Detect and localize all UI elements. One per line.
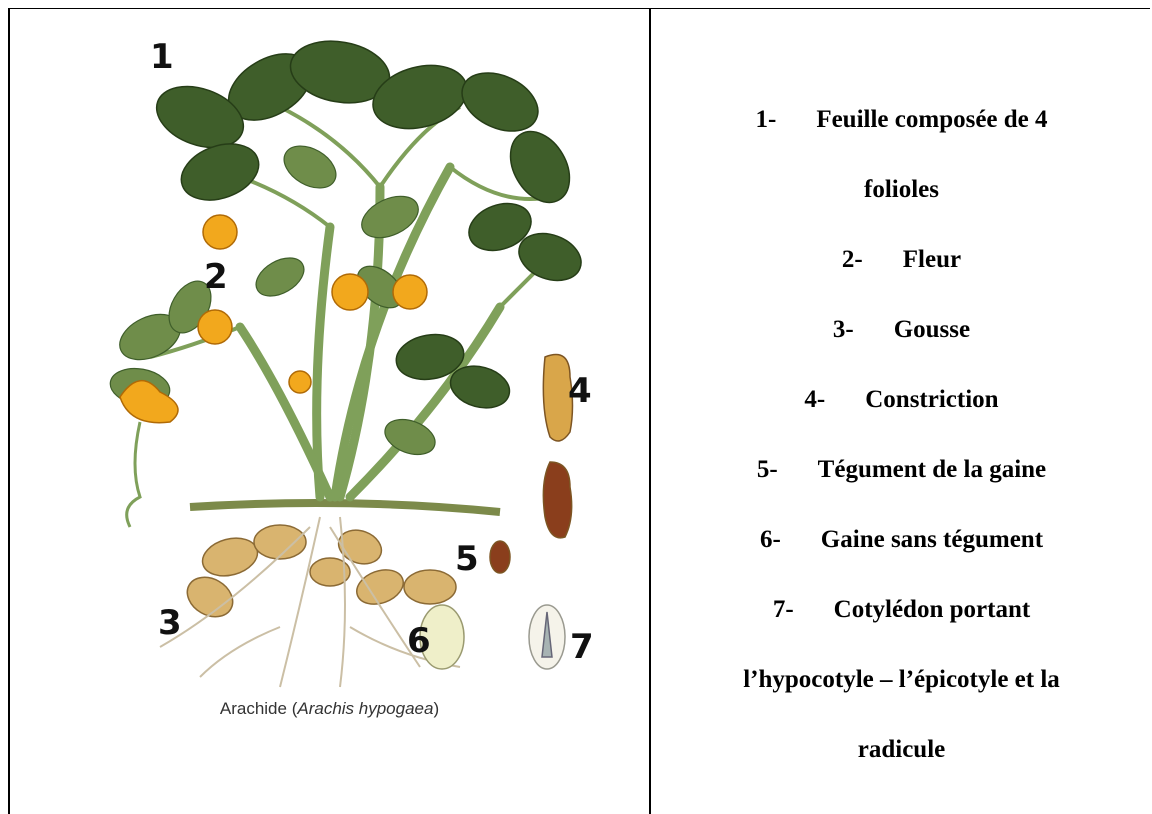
legend-text: radicule <box>858 736 946 763</box>
legend-number: 5- <box>757 455 778 485</box>
legend-number: 7- <box>773 595 794 625</box>
legend-number: 4- <box>804 385 825 415</box>
legend-text: Gaine sans tégument <box>821 526 1043 553</box>
figure-label-5: 5 <box>455 539 479 579</box>
figure-caption: Arachide (Arachis hypogaea) <box>10 699 649 719</box>
caption-species: Arachis hypogaea <box>297 699 433 718</box>
legend-item-4: 4- Constriction <box>651 385 1152 415</box>
legend-number: 6- <box>760 525 781 555</box>
legend-number: 1- <box>755 105 776 135</box>
legend-item-5: 5- Tégument de la gaine <box>651 455 1152 485</box>
caption-prefix: Arachide ( <box>220 699 297 718</box>
figure-label-4: 4 <box>568 371 592 411</box>
legend-text: folioles <box>864 176 939 203</box>
legend-item-7-cont: l’hypocotyle – l’épicotyle et la <box>651 665 1152 695</box>
legend-item-6: 6- Gaine sans tégument <box>651 525 1152 555</box>
legend-text: Tégument de la gaine <box>818 456 1046 483</box>
legend-text: Feuille composée de 4 <box>816 106 1047 133</box>
legend-item-7-cont2: radicule <box>651 735 1152 765</box>
legend-text: Cotylédon portant <box>834 596 1031 623</box>
legend-text: l’hypocotyle – l’épicotyle et la <box>743 666 1060 693</box>
legend-item-2: 2- Fleur <box>651 245 1152 275</box>
legend-text: Gousse <box>894 316 970 343</box>
legend-cell: 1- Feuille composée de 4 folioles 2- Fleur… <box>651 9 1152 814</box>
legend-number: 2- <box>842 245 863 275</box>
figure-cell: 1 2 3 4 5 6 7 Arachide (Arachis hypogaea… <box>10 9 649 814</box>
legend-item-1-cont: folioles <box>651 175 1152 205</box>
legend-number: 3- <box>833 315 854 345</box>
caption-suffix: ) <box>433 699 439 718</box>
legend-item-3: 3- Gousse <box>651 315 1152 345</box>
legend-item-1: 1- Feuille composée de 4 <box>651 105 1152 135</box>
legend-text: Fleur <box>903 246 961 273</box>
figure-label-1: 1 <box>150 37 174 77</box>
legend-text: Constriction <box>865 386 998 413</box>
figure-label-3: 3 <box>158 603 182 643</box>
figure-label-7: 7 <box>570 627 594 667</box>
figure-label-2: 2 <box>204 257 228 297</box>
figure-label-6: 6 <box>407 621 431 661</box>
legend-item-7: 7- Cotylédon portant <box>651 595 1152 625</box>
